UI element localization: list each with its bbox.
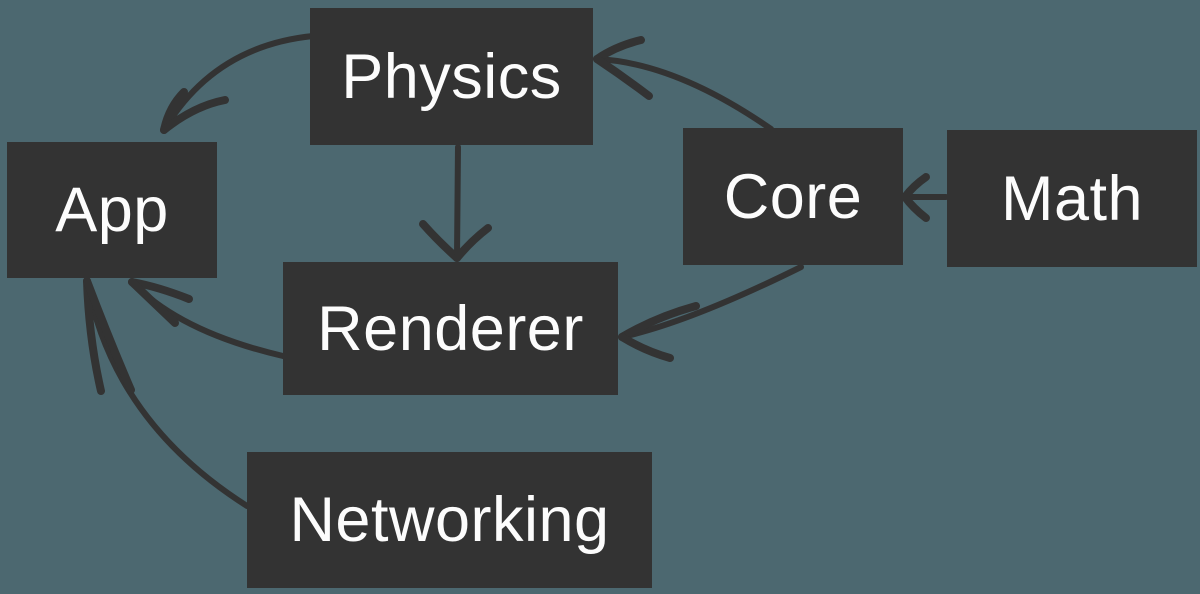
edge-core-to-physics-arrow bbox=[593, 36, 774, 132]
edge-networking-to-app-arrow bbox=[83, 277, 250, 509]
edge-core-to-renderer-arrow bbox=[618, 264, 804, 362]
edge-physics-to-app-arrow bbox=[160, 33, 316, 134]
edge-renderer-to-app-arrow bbox=[128, 278, 286, 359]
node-renderer: Renderer bbox=[283, 262, 618, 395]
edge-physics-to-renderer-arrow bbox=[419, 144, 492, 262]
node-math: Math bbox=[947, 130, 1197, 267]
edge-math-to-core-arrow bbox=[901, 173, 949, 222]
node-app: App bbox=[7, 142, 217, 278]
node-math-label: Math bbox=[1000, 163, 1144, 234]
node-core-label: Core bbox=[723, 161, 863, 232]
node-networking-label: Networking bbox=[289, 485, 610, 555]
node-app-label: App bbox=[55, 175, 169, 245]
node-physics: Physics bbox=[310, 8, 593, 145]
node-physics-label: Physics bbox=[341, 41, 562, 112]
node-core: Core bbox=[683, 128, 903, 265]
node-renderer-label: Renderer bbox=[317, 293, 584, 364]
node-networking: Networking bbox=[247, 452, 652, 588]
